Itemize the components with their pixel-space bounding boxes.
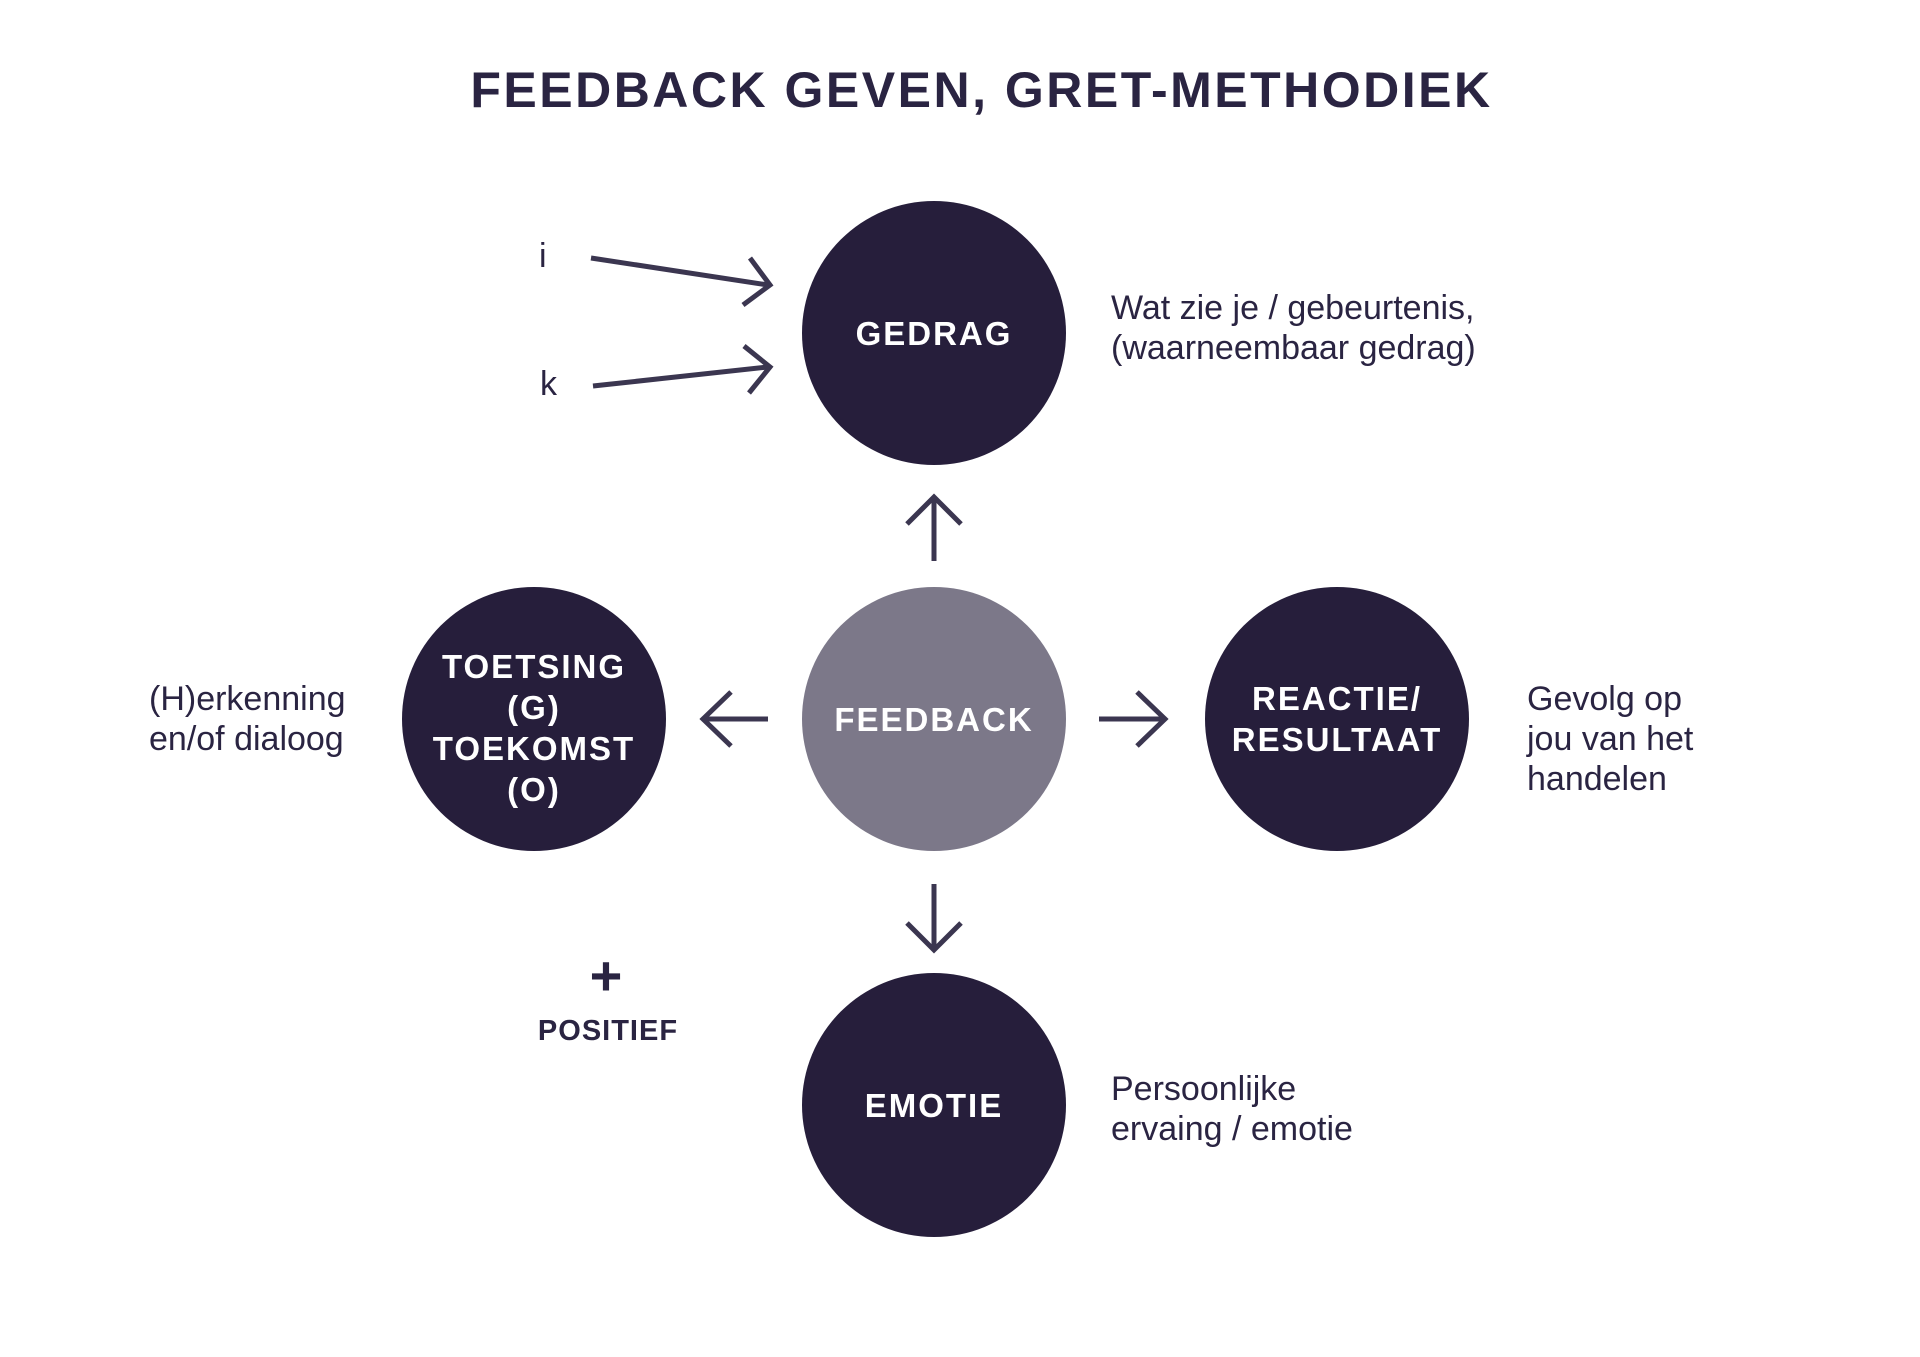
node-label: TOETSING (G) TOEKOMST (O): [433, 646, 635, 810]
arrow-head: [905, 493, 963, 526]
input-label-i: i: [539, 237, 547, 275]
description-line: Persoonlijke: [1111, 1070, 1297, 1108]
arrow-feedback-to-emotie: [905, 884, 963, 954]
node-label-line: TOEKOMST: [432, 730, 636, 767]
node-toetsing-toekomst: TOETSING (G) TOEKOMST (O): [402, 587, 666, 851]
node-label-line: GEDRAG: [855, 314, 1013, 352]
description-line: jou van het: [1527, 720, 1694, 758]
description-reactie-resultaat: Gevolg op jou van het handelen: [1527, 679, 1693, 799]
description-line: ervaing / emotie: [1111, 1110, 1353, 1148]
node-label: REACTIE/ RESULTAAT: [1232, 678, 1442, 760]
positive-label: POSITIEF: [537, 1015, 679, 1047]
node-label-line: EMOTIE: [864, 1086, 1004, 1124]
description-line: en/of dialoog: [149, 720, 344, 758]
node-label-line: REACTIE/: [1251, 680, 1422, 717]
arrow-head: [1135, 690, 1169, 748]
description-line: handelen: [1527, 760, 1667, 798]
node-label-line: FEEDBACK: [834, 700, 1034, 738]
node-label-line: TOETSING: [441, 648, 627, 685]
arrow-head: [742, 344, 774, 395]
node-label-line: RESULTAAT: [1231, 721, 1443, 758]
arrow-k-to-gedrag: [592, 344, 774, 395]
input-label-k: k: [540, 365, 557, 403]
arrow-feedback-to-toetsing: [699, 690, 768, 748]
node-label: EMOTIE: [865, 1085, 1004, 1126]
arrow-i-to-gedrag: [590, 255, 774, 308]
node-label: GEDRAG: [856, 313, 1013, 354]
description-emotie: Persoonlijke ervaing / emotie: [1111, 1069, 1353, 1149]
node-label: FEEDBACK: [834, 699, 1033, 740]
page-title: FEEDBACK GEVEN, GRET-METHODIEK: [470, 62, 1493, 118]
node-reactie-resultaat: REACTIE/ RESULTAAT: [1205, 587, 1469, 851]
description-line: (waarneembaar gedrag): [1111, 329, 1476, 367]
node-gedrag: GEDRAG: [802, 201, 1066, 465]
arrow-head: [741, 256, 774, 308]
description-line: Gevolg op: [1527, 680, 1682, 718]
description-line: Wat zie je / gebeurtenis,: [1111, 289, 1475, 327]
arrow-feedback-to-reactie: [1099, 690, 1169, 748]
node-label-line: (G): [507, 689, 561, 726]
arrow-shaft: [592, 364, 769, 389]
arrow-feedback-to-gedrag: [905, 493, 963, 561]
node-emotie: EMOTIE: [802, 973, 1066, 1237]
arrow-head: [905, 921, 963, 954]
node-label-line: (O): [507, 771, 561, 808]
positive-plus-sign: +: [589, 944, 623, 1007]
arrow-head: [699, 690, 733, 748]
description-line: (H)erkenning: [149, 680, 346, 718]
description-toetsing-toekomst: (H)erkenning en/of dialoog: [149, 679, 346, 759]
arrow-shaft: [590, 255, 769, 288]
description-gedrag: Wat zie je / gebeurtenis, (waarneembaar …: [1111, 288, 1476, 368]
node-feedback: FEEDBACK: [802, 587, 1066, 851]
